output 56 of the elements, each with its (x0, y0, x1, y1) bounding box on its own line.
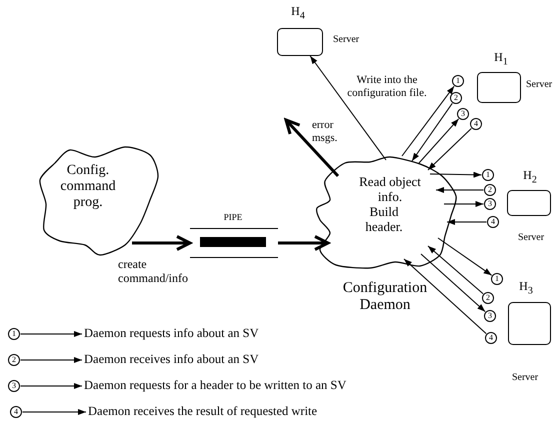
arrow (444, 201, 484, 207)
node-text: Read object info. (358, 175, 422, 205)
arrow (22, 409, 86, 415)
callout-number: 4 (10, 406, 22, 418)
server-label: Server (516, 232, 546, 244)
callout-number: 3 (484, 310, 496, 322)
server-label: Server (526, 79, 554, 90)
thick-arrow (284, 118, 340, 178)
arrow (20, 383, 82, 389)
node-heading: Configuration Daemon (342, 280, 428, 314)
arrow (418, 118, 460, 164)
callout-number: 4 (485, 332, 497, 344)
pipe-label: PIPE (222, 212, 244, 222)
node-text: Config. command prog. (59, 163, 117, 212)
arrow (20, 331, 82, 337)
callout-number: 1 (8, 328, 20, 340)
arrow (436, 187, 484, 193)
arrow (428, 246, 484, 294)
host-label: H$_{2}$ (522, 169, 538, 186)
arrow (428, 128, 472, 170)
callout-number: 4 (487, 216, 499, 228)
arrow (20, 357, 82, 363)
callout-number: 3 (484, 198, 496, 210)
callout-number: 2 (482, 292, 494, 304)
arrow (310, 56, 386, 160)
host-label: H$_{4}$ (290, 5, 306, 22)
callout-number: 3 (8, 380, 20, 392)
callout-number: 1 (491, 273, 503, 285)
arrow (404, 258, 487, 334)
callout-number: 1 (482, 169, 494, 181)
legend-text: Daemon requests info about an SV (84, 326, 384, 340)
host-label: H$_{3}$ (518, 280, 534, 297)
server-label: Server (510, 372, 540, 384)
callout-number: 1 (452, 75, 464, 87)
node-text: Build header. (364, 205, 404, 235)
thick-arrow (278, 235, 330, 251)
arrow (430, 172, 482, 178)
edge-label: create command/info (118, 258, 189, 286)
edge-label: Write into the configuration file. (346, 74, 428, 100)
legend-text: Daemon receives info about an SV (84, 352, 384, 366)
arrow (412, 102, 453, 162)
callout-number: 2 (484, 184, 496, 196)
legend-text: Daemon requests for a header to be written to an SV (84, 378, 414, 392)
thick-arrow (132, 235, 192, 251)
callout-number: 4 (470, 118, 482, 130)
callout-number: 2 (450, 92, 462, 104)
arrow (402, 86, 455, 156)
edge-label: error msgs. (312, 119, 338, 144)
callout-number: 3 (457, 108, 469, 120)
host-label: H$_{1}$ (493, 51, 509, 68)
callout-number: 2 (8, 354, 20, 366)
arrow (420, 254, 486, 312)
arrow (438, 238, 492, 276)
server-label: Server (333, 34, 360, 46)
arrow (446, 219, 487, 225)
legend-text: Daemon receives the result of requested write (88, 404, 408, 418)
